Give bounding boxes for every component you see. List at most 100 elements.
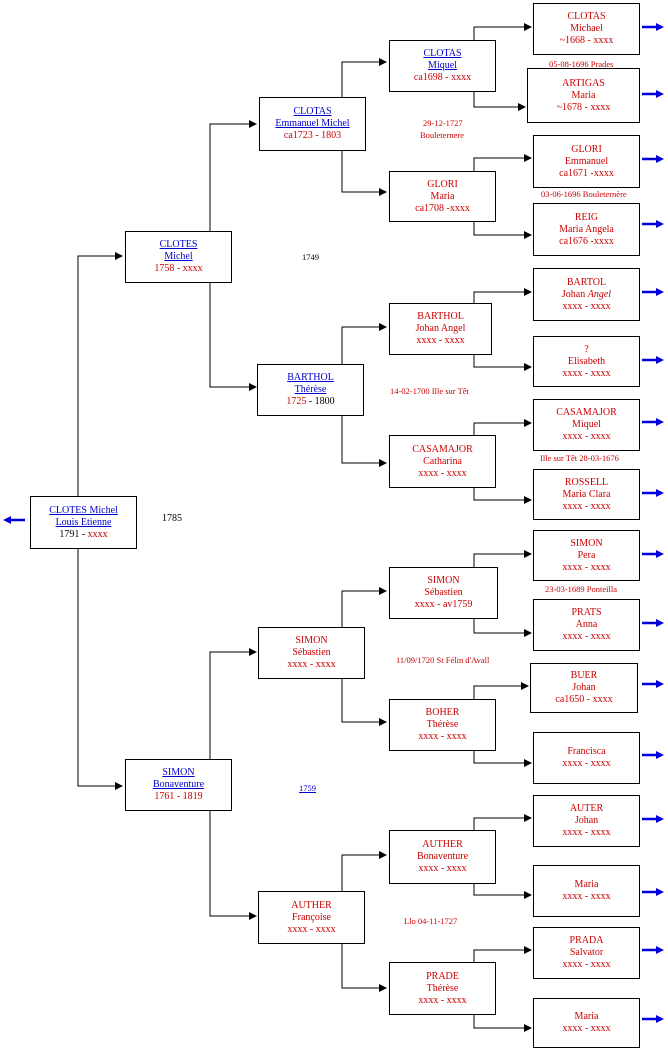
expand-arrow-icon[interactable] (642, 418, 664, 426)
person-box-father[interactable]: CLOTES Michel 1758 - xxxx (125, 231, 232, 283)
expand-arrow-icon[interactable] (642, 550, 664, 558)
person-box-g2[interactable]: GLORI Maria ca1708 -xxxx (389, 171, 496, 222)
child-arrow-icon[interactable] (3, 516, 25, 524)
person-box-a14[interactable]: Maria xxxx - xxxx (533, 865, 640, 917)
person-box-mf[interactable]: SIMON Sébastien xxxx - xxxx (258, 627, 365, 679)
person-box-a16[interactable]: Maria xxxx - xxxx (533, 998, 640, 1048)
person-box-a11[interactable]: BUER Johan ca1650 - xxxx (530, 663, 638, 713)
person-given-italic: Angel (587, 288, 612, 300)
person-given: Catharina (423, 455, 462, 467)
person-box-a1[interactable]: CLOTAS Michael ~1668 - xxxx (533, 3, 640, 55)
person-surname[interactable]: CLOTAS (423, 48, 462, 59)
person-box-a7[interactable]: CASAMAJOR Miquel xxxx - xxxx (533, 399, 640, 451)
person-given: Francisca (567, 746, 606, 757)
expand-arrow-icon[interactable] (642, 619, 664, 627)
expand-arrow-icon[interactable] (642, 1015, 664, 1023)
expand-arrow-icon[interactable] (642, 489, 664, 497)
person-given[interactable]: Louis Etienne (55, 516, 112, 528)
person-box-mm[interactable]: AUTHER Françoise xxxx - xxxx (258, 891, 365, 944)
person-dates: xxxx - xxxx (562, 758, 611, 769)
person-box-g8[interactable]: PRADE Thérèse xxxx - xxxx (389, 962, 496, 1015)
person-surname: CASAMAJOR (412, 443, 473, 455)
person-dates: ca1676 -xxxx (559, 235, 614, 247)
person-surname: SIMON (570, 537, 603, 549)
expand-arrow-icon[interactable] (642, 680, 664, 688)
expand-arrow-icon[interactable] (642, 946, 664, 954)
person-given: Maria (574, 1011, 599, 1022)
expand-arrow-icon[interactable] (642, 356, 664, 364)
person-box-a12[interactable]: Francisca xxxx - xxxx (533, 732, 640, 784)
person-dates: ca1671 -xxxx (559, 167, 614, 179)
person-given: Michael (570, 23, 603, 34)
person-given: Bonaventure (416, 851, 469, 862)
person-dates: xxxx - xxxx (416, 335, 465, 346)
person-given: Emmanuel (564, 155, 609, 167)
expand-arrow-icon[interactable] (642, 90, 664, 98)
person-given: Françoise (292, 911, 331, 923)
person-box-g3[interactable]: BARTHOL Johan Angel xxxx - xxxx (389, 303, 492, 355)
person-box-a8[interactable]: ROSSELL Maria Clara xxxx - xxxx (533, 469, 640, 520)
marriage-date: Ille sur Têt 28-03-1676 (540, 453, 619, 463)
person-dates: ca1723 - 1803 (283, 130, 342, 141)
person-surname: PRADA (569, 935, 604, 946)
person-box-g7[interactable]: AUTHER Bonaventure xxxx - xxxx (389, 830, 496, 884)
person-dates: xxxx - xxxx (562, 1023, 611, 1034)
person-given: Maria Angela (559, 223, 614, 235)
person-surname[interactable]: BARTHOL (287, 372, 334, 383)
person-dates: xxxx - xxxx (418, 994, 467, 1006)
person-box-mother[interactable]: SIMON Bonaventure 1761 - 1819 (125, 759, 232, 811)
person-given[interactable]: Emmanuel Michel (275, 118, 350, 129)
person-surname: CLOTAS (567, 11, 606, 22)
person-dates: ~1678 - xxxx (556, 101, 611, 113)
person-given[interactable]: Miquel (428, 60, 457, 71)
person-box-a15[interactable]: PRADA Salvator xxxx - xxxx (533, 927, 640, 979)
person-box-g1[interactable]: CLOTAS Miquel ca1698 - xxxx (389, 40, 496, 92)
person-given: Thérèse (426, 982, 459, 994)
person-given[interactable]: Michel (164, 251, 193, 262)
person-dates: xxxx - xxxx (418, 863, 467, 874)
person-box-a3[interactable]: GLORI Emmanuel ca1671 -xxxx (533, 135, 640, 188)
person-box-pf[interactable]: CLOTAS Emmanuel Michel ca1723 - 1803 (259, 97, 366, 151)
expand-arrow-icon[interactable] (642, 815, 664, 823)
person-dates: xxxx - xxxx (562, 367, 611, 379)
person-surname[interactable]: CLOTES (159, 239, 198, 250)
person-given: Johan (561, 288, 588, 300)
expand-arrow-icon[interactable] (642, 220, 664, 228)
person-box-pm[interactable]: BARTHOL Thérèse 1725 - 1800 (257, 364, 364, 416)
person-box-g4[interactable]: CASAMAJOR Catharina xxxx - xxxx (389, 435, 496, 488)
person-given[interactable]: Thérèse (294, 384, 327, 395)
person-given: Thérèse (426, 719, 459, 730)
person-box-a4[interactable]: REIG Maria Angela ca1676 -xxxx (533, 203, 640, 256)
person-given: Salvator (569, 947, 604, 958)
person-given: Sébastien (424, 587, 463, 598)
person-given[interactable]: Bonaventure (152, 779, 205, 790)
person-surname: SIMON (427, 575, 460, 586)
person-surname: BARTOL (566, 276, 607, 288)
expand-arrow-icon[interactable] (642, 888, 664, 896)
person-dates: xxxx - xxxx (562, 431, 611, 442)
person-surname[interactable]: CLOTES Michel (49, 504, 118, 516)
expand-arrow-icon[interactable] (642, 23, 664, 31)
person-box-a9[interactable]: SIMON Pera xxxx - xxxx (533, 530, 640, 581)
marriage-date-link[interactable]: 1759 (299, 783, 316, 793)
person-box-a10[interactable]: PRATS Anna xxxx - xxxx (533, 599, 640, 651)
person-box-a13[interactable]: AUTER Johan xxxx - xxxx (533, 795, 640, 847)
person-dates: xxxx - xxxx (418, 731, 467, 742)
person-surname[interactable]: SIMON (162, 767, 195, 778)
person-box-g6[interactable]: BOHER Thérèse xxxx - xxxx (389, 699, 496, 751)
person-box-g5[interactable]: SIMON Sébastien xxxx - av1759 (389, 567, 498, 619)
expand-arrow-icon[interactable] (642, 155, 664, 163)
expand-arrow-icon[interactable] (642, 751, 664, 759)
person-given: Anna (575, 619, 598, 630)
person-box-a5[interactable]: BARTOL Johan Angel xxxx - xxxx (533, 268, 640, 321)
person-box-a6[interactable]: ? Elisabeth xxxx - xxxx (533, 336, 640, 387)
person-surname: SIMON (295, 635, 328, 646)
person-surname: AUTHER (422, 839, 463, 850)
person-box-root[interactable]: CLOTES Michel Louis Etienne 1791 - xxxx (30, 496, 137, 549)
person-box-a2[interactable]: ARTIGAS Maria ~1678 - xxxx (527, 68, 640, 123)
person-given: Johan (574, 815, 599, 826)
person-dates: xxxx - xxxx (287, 923, 336, 935)
expand-arrow-icon[interactable] (642, 288, 664, 296)
person-surname[interactable]: CLOTAS (293, 106, 332, 117)
